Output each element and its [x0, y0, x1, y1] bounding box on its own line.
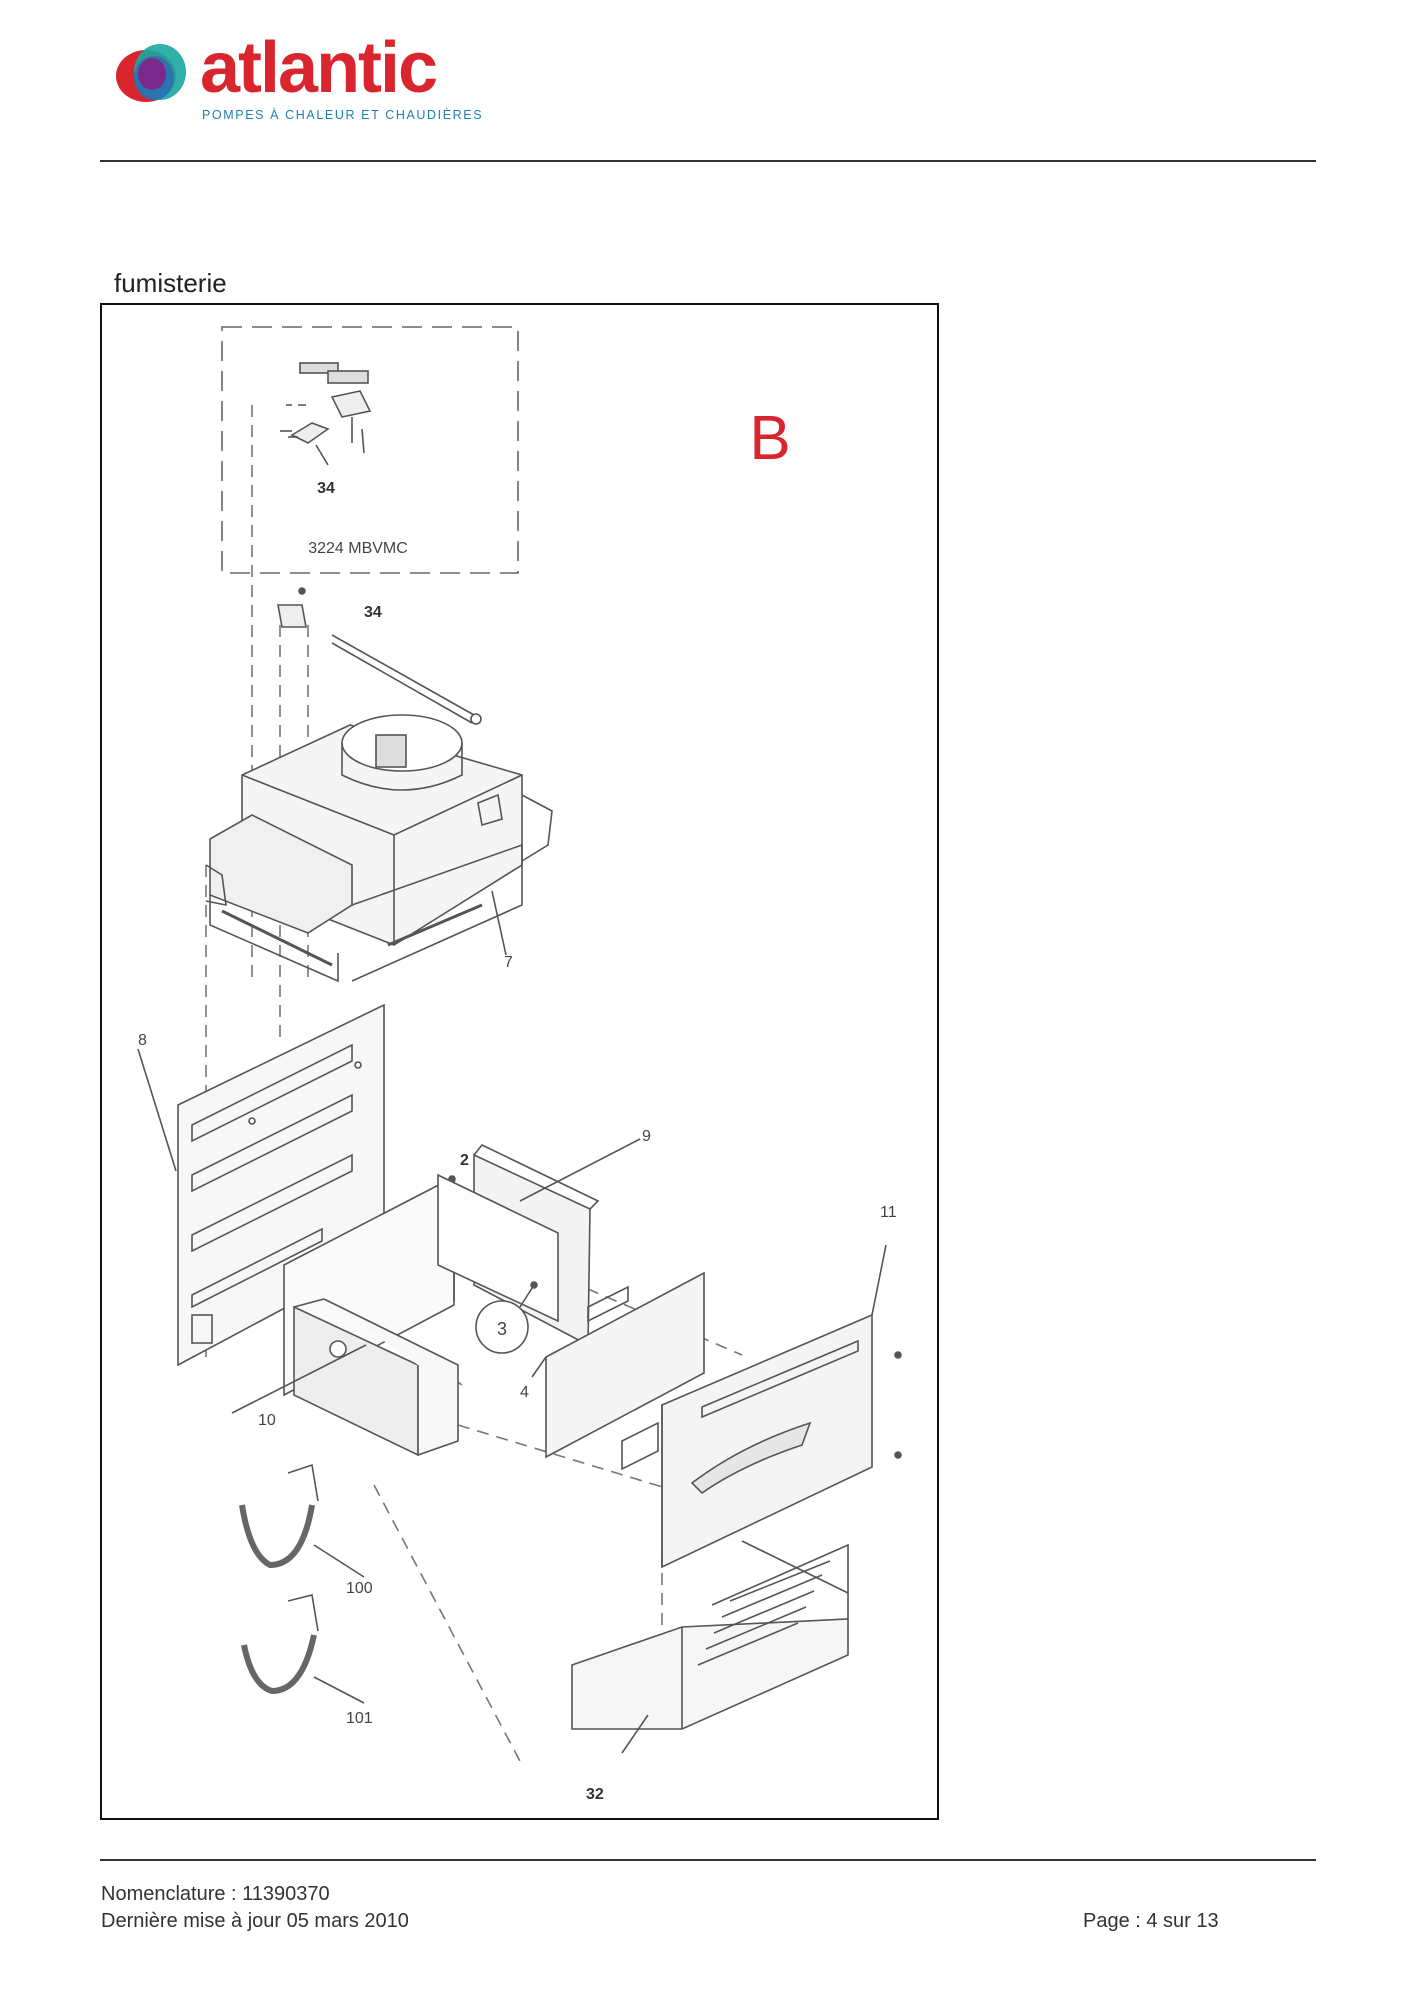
exploded-diagram: B 3224 MBVMC 34 34 7 8 2 9 11 3 4 10 100…: [137, 326, 902, 1803]
view-letter: B: [749, 404, 790, 473]
callout-10: 10: [258, 1412, 276, 1429]
footer-updated: Dernière mise à jour 05 mars 2010: [101, 1910, 409, 1932]
header-divider: [100, 160, 1316, 162]
footer-divider: [100, 1859, 1316, 1861]
footer-page-number: Page : 4 sur 13: [1083, 1910, 1219, 1932]
brand-tagline: POMPES À CHALEUR ET CHAUDIÈRES: [202, 108, 484, 122]
inset-model-label: 3224 MBVMC: [308, 540, 408, 557]
callout-34: 34: [364, 604, 382, 621]
callout-2: 2: [460, 1152, 469, 1169]
callout-11: 11: [880, 1204, 897, 1221]
callout-4: 4: [520, 1384, 529, 1401]
callout-32: 32: [586, 1786, 604, 1803]
footer-nomenclature: Nomenclature : 11390370: [101, 1883, 330, 1905]
callout-8: 8: [138, 1032, 147, 1049]
callout-7: 7: [504, 954, 513, 971]
callout-34-inset: 34: [317, 480, 335, 497]
callout-9: 9: [642, 1128, 651, 1145]
callout-100: 100: [346, 1580, 373, 1597]
atlantic-swirl-logo-icon: [116, 44, 186, 102]
exploded-diagram-frame: B 3224 MBVMC 34 34 7 8 2 9 11 3 4 10 100…: [100, 303, 939, 1820]
brand-name: atlantic: [200, 28, 438, 108]
brand-logo: atlantic POMPES À CHALEUR ET CHAUDIÈRES: [112, 32, 492, 130]
section-title: fumisterie: [114, 268, 227, 298]
callout-3: 3: [497, 1319, 507, 1339]
callout-101: 101: [346, 1710, 373, 1727]
